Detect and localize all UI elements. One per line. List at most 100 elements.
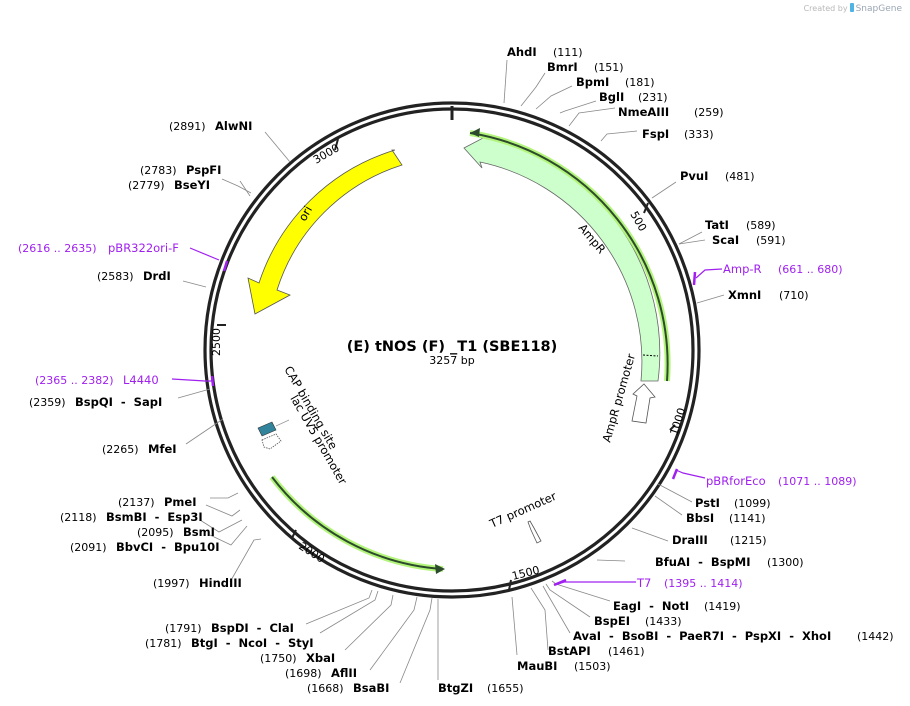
enzyme-hindiii[interactable]: (1997)HindIII <box>153 576 242 590</box>
svg-text:(1655): (1655) <box>487 682 524 695</box>
ori-feature[interactable]: ori <box>247 149 403 315</box>
svg-text:(2783): (2783) <box>140 164 177 177</box>
plasmid-length: 3257 bp <box>429 354 474 367</box>
ampr-promoter-label: AmpR promoter <box>599 352 638 444</box>
svg-text:BbvCI - Bpu10I: BbvCI - Bpu10I <box>116 540 219 554</box>
svg-text:BsmI: BsmI <box>183 525 215 539</box>
primer-pbrforeco[interactable]: pBRforEco(1071 .. 1089) <box>706 474 857 488</box>
primer-pbr322ori-f[interactable]: (2616 .. 2635)pBR322ori-F <box>18 241 179 255</box>
svg-text:(259): (259) <box>694 106 724 119</box>
svg-text:pBRforEco: pBRforEco <box>706 474 766 488</box>
enzyme-pvui[interactable]: PvuI(481) <box>680 169 755 183</box>
enzyme-aflii[interactable]: (1698)AflII <box>285 666 357 680</box>
svg-text:DrdI: DrdI <box>143 269 171 283</box>
credit-brand: SnapGene <box>855 4 902 14</box>
svg-text:BfuAI - BspMI: BfuAI - BspMI <box>655 555 751 569</box>
enzyme-mfei[interactable]: (2265)MfeI <box>102 442 177 456</box>
svg-text:(1300): (1300) <box>767 556 804 569</box>
enzyme-pspfi[interactable]: (2783) PspFI <box>140 163 221 177</box>
enzyme-labels-left: (1668)BsaBI (1698)AflII (1750)XbaI (1781… <box>29 119 389 695</box>
enzyme-psti[interactable]: PstI (1099) <box>695 496 771 510</box>
enzyme-bgli[interactable]: BglI(231) <box>599 90 668 104</box>
svg-text:HindIII: HindIII <box>199 576 242 590</box>
primer-t7[interactable]: T7(1395 .. 1414) <box>636 576 743 590</box>
svg-text:(1099): (1099) <box>734 497 771 510</box>
enzyme-bspei[interactable]: BspEI (1433) <box>594 614 682 628</box>
enzyme-bsmi[interactable]: (2095)BsmI <box>137 525 215 539</box>
svg-text:ScaI: ScaI <box>712 233 739 247</box>
svg-text:BspQI - SapI: BspQI - SapI <box>75 395 162 409</box>
svg-text:(231): (231) <box>638 91 668 104</box>
svg-text:(2118): (2118) <box>60 511 97 524</box>
enzyme-eagi-noti[interactable]: EagI - NotI(1419) <box>613 599 741 613</box>
svg-text:BspEI: BspEI <box>594 614 630 628</box>
enzyme-avai-xhoi[interactable]: AvaI - BsoBI - PaeR7I - PspXI - XhoI(144… <box>573 629 894 643</box>
leader-lines <box>177 59 725 684</box>
t7-promoter-feature[interactable]: T7 promoter <box>487 489 559 544</box>
primer-amp-r[interactable]: Amp-R (661 .. 680) <box>723 262 843 276</box>
enzyme-btgi-ncoi-styi[interactable]: (1781) BtgI - NcoI - StyI <box>145 636 314 650</box>
enzyme-alwni[interactable]: (2891)AlwNI <box>169 119 252 133</box>
enzyme-bbvci-bpu10i[interactable]: (2091) BbvCI - Bpu10I <box>70 540 219 554</box>
enzyme-bseyi[interactable]: (2779)BseYI <box>128 178 210 192</box>
svg-text:(2091): (2091) <box>70 541 107 554</box>
svg-text:MauBI: MauBI <box>517 659 557 673</box>
lacuv5-promoter-feature[interactable] <box>261 433 282 450</box>
svg-text:BsmBI - Esp3I: BsmBI - Esp3I <box>106 510 203 524</box>
tick-500: 500 <box>627 209 649 234</box>
snapgene-credit: Created by SnapGene <box>804 3 902 14</box>
svg-text:(1781): (1781) <box>145 637 182 650</box>
svg-text:pBR322ori-F: pBR322ori-F <box>108 241 179 255</box>
enzyme-draiii[interactable]: DraIII(1215) <box>672 533 767 547</box>
svg-text:PstI: PstI <box>695 496 720 510</box>
enzyme-tati[interactable]: TatI(589) <box>705 218 776 232</box>
enzyme-xbai[interactable]: (1750)XbaI <box>260 651 335 665</box>
svg-text:PmeI: PmeI <box>164 495 197 509</box>
backbone <box>203 101 701 599</box>
lacuv5-orf-arrow <box>269 475 445 574</box>
enzyme-bpmi[interactable]: BpmI (181) <box>576 75 655 89</box>
svg-text:(151): (151) <box>594 61 624 74</box>
enzyme-bspqi-sapi[interactable]: (2359)BspQI - SapI <box>29 395 162 409</box>
tick-2500: 2500 <box>210 328 223 356</box>
enzyme-fspi[interactable]: FspI(333) <box>642 127 714 141</box>
primer-l4440[interactable]: (2365 .. 2382)L4440 <box>35 373 159 387</box>
primer-marks <box>171 247 723 587</box>
svg-text:(710): (710) <box>779 289 809 302</box>
svg-text:BseYI: BseYI <box>174 178 210 192</box>
svg-text:(661 .. 680): (661 .. 680) <box>778 263 843 276</box>
plasmid-name: (E) tNOS (F) _T1 (SBE118) <box>347 339 558 355</box>
enzyme-bbsi[interactable]: BbsI(1141) <box>686 511 766 525</box>
svg-text:BspDI - ClaI: BspDI - ClaI <box>211 621 294 635</box>
enzyme-bmri[interactable]: BmrI(151) <box>547 60 624 74</box>
enzyme-nmeaiii[interactable]: NmeAIII(259) <box>618 105 724 119</box>
svg-text:PspFI: PspFI <box>186 163 221 177</box>
svg-text:BpmI: BpmI <box>576 75 609 89</box>
credit-prefix: Created by <box>803 4 848 13</box>
primer-labels: Amp-R (661 .. 680) pBRforEco(1071 .. 1089… <box>18 241 857 590</box>
enzyme-xmni[interactable]: XmnI(710) <box>728 288 809 302</box>
svg-text:FspI: FspI <box>642 127 669 141</box>
svg-text:(2583): (2583) <box>97 270 134 283</box>
enzyme-maubi[interactable]: MauBI(1503) <box>517 659 611 673</box>
svg-text:(1419): (1419) <box>704 600 741 613</box>
enzyme-bspdi-clai[interactable]: (1791)BspDI - ClaI <box>165 621 294 635</box>
enzyme-bsmbi-esp3i[interactable]: (2118) BsmBI - Esp3I <box>60 510 203 524</box>
svg-text:(1215): (1215) <box>730 534 767 547</box>
enzyme-bstapi[interactable]: BstAPI(1461) <box>548 644 645 658</box>
enzyme-pmei[interactable]: (2137)PmeI <box>118 495 197 509</box>
enzyme-bfuai-bspmi[interactable]: BfuAI - BspMI (1300) <box>655 555 804 569</box>
enzyme-scai[interactable]: ScaI(591) <box>712 233 786 247</box>
svg-text:BtgI - NcoI - StyI: BtgI - NcoI - StyI <box>191 636 314 650</box>
enzyme-ahdi[interactable]: AhdI(111) <box>507 45 583 59</box>
cap-binding-site-feature[interactable] <box>257 419 290 437</box>
svg-text:Amp-R: Amp-R <box>723 262 762 276</box>
svg-text:MfeI: MfeI <box>148 442 177 456</box>
svg-text:(1395 .. 1414): (1395 .. 1414) <box>664 577 743 590</box>
snapgene-logo-icon <box>849 3 854 12</box>
enzyme-bsabi[interactable]: (1668)BsaBI <box>307 681 389 695</box>
svg-text:(1433): (1433) <box>645 615 682 628</box>
enzyme-btgzi[interactable]: BtgZI(1655) <box>438 681 524 695</box>
enzyme-drdi[interactable]: (2583) DrdI <box>97 269 171 283</box>
svg-text:(181): (181) <box>625 76 655 89</box>
